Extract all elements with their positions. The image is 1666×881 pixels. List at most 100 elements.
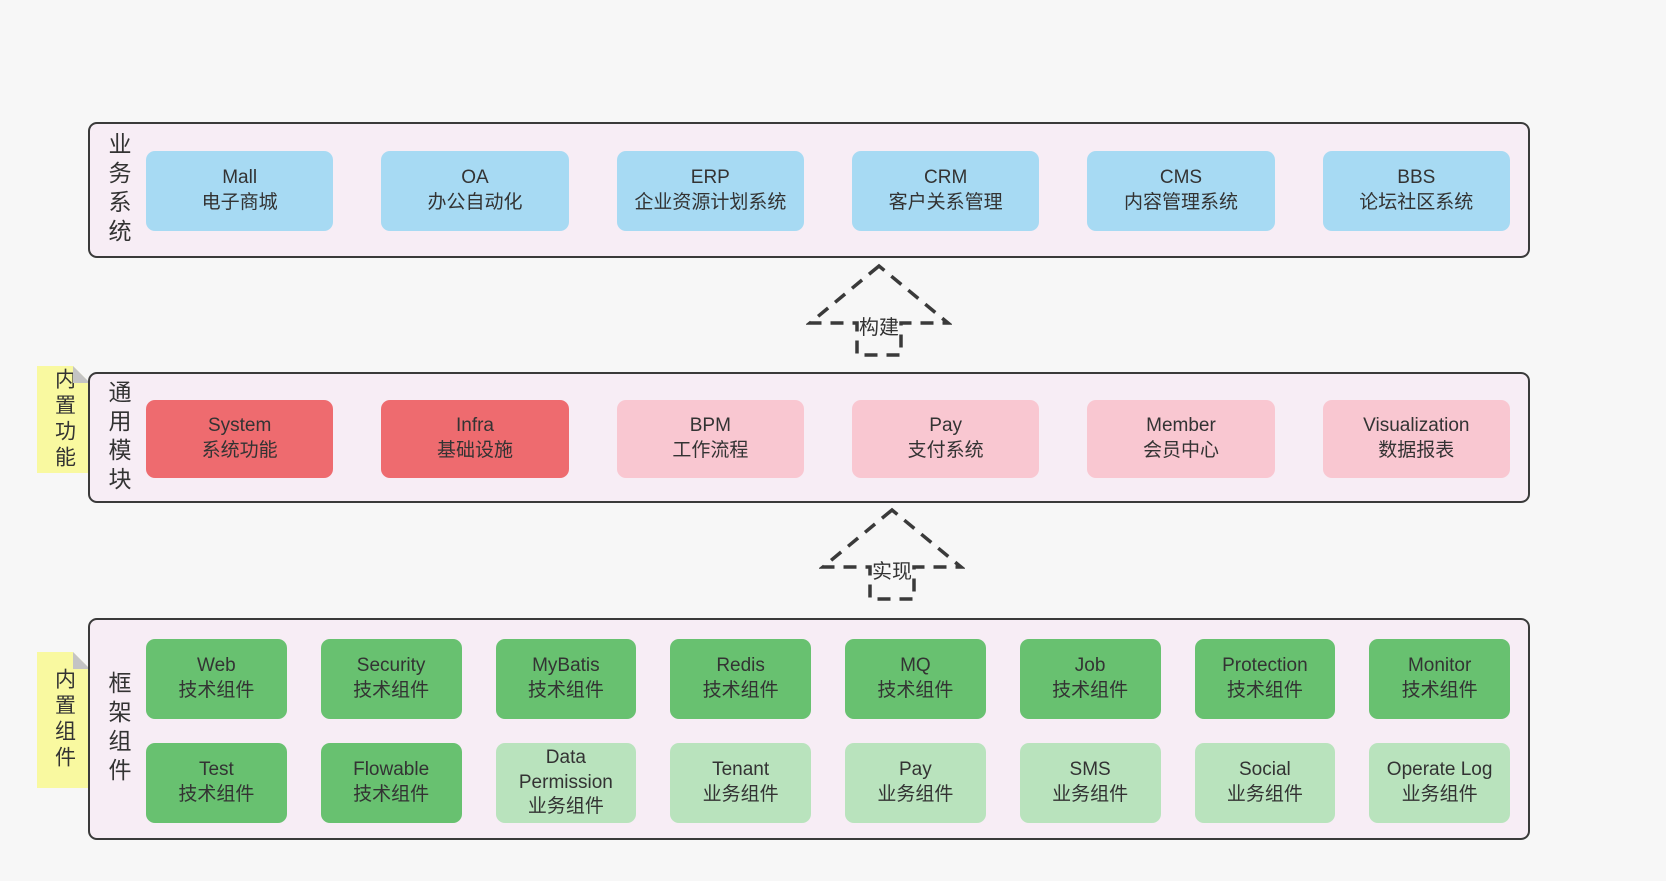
box-desc: 电子商城 (201, 192, 278, 213)
box-name: Pay (929, 415, 963, 437)
band-row: Mall 电子商城 OA 办公自动化 ERP 企业资源计划系统 CRM 客户关系… (146, 151, 1510, 231)
arrow-label: 构建 (859, 317, 899, 339)
box-system: System 系统功能 (146, 400, 334, 478)
band-row: Test 技术组件 Flowable 技术组件 Data Permission … (146, 743, 1510, 823)
band-common-modules: 通用模块 System 系统功能 Infra 基础设施 BPM 工作流程 Pay… (88, 372, 1530, 503)
sticky-note-built-in-features: 内置功能 (37, 366, 90, 473)
box-test: Test 技术组件 (146, 743, 287, 823)
box-mybatis: MyBatis 技术组件 (495, 639, 637, 719)
box-desc: 技术组件 (353, 680, 430, 701)
box-data-permission: Data Permission 业务组件 (495, 743, 637, 823)
box-web: Web 技术组件 (146, 639, 287, 719)
band-label: 框架组件 (105, 671, 131, 787)
box-operate-log: Operate Log 业务组件 (1369, 743, 1510, 823)
arrow-implement: 实现 (819, 506, 965, 603)
box-desc: 数据报表 (1378, 440, 1455, 461)
band-label: 通用模块 (105, 379, 131, 496)
box-name: Protection (1222, 655, 1308, 677)
box-desc: 系统功能 (201, 440, 278, 461)
box-name: Mall (222, 167, 258, 189)
box-desc: 技术组件 (527, 680, 604, 701)
box-name: BPM (689, 415, 731, 437)
box-visualization: Visualization 数据报表 (1322, 400, 1510, 478)
box-desc: 办公自动化 (427, 192, 523, 213)
box-desc: 业务组件 (877, 784, 954, 805)
box-desc: 内容管理系统 (1123, 192, 1238, 213)
box-desc: 论坛社区系统 (1359, 192, 1474, 213)
box-desc: 技术组件 (1052, 680, 1129, 701)
box-flowable: Flowable 技术组件 (320, 743, 462, 823)
box-security: Security 技术组件 (320, 639, 462, 719)
box-name: Social (1239, 759, 1291, 781)
box-desc: 技术组件 (877, 680, 954, 701)
band-label: 业务系统 (105, 132, 131, 248)
box-mq: MQ 技术组件 (845, 639, 986, 719)
box-job: Job 技术组件 (1019, 639, 1161, 719)
sticky-note-label: 内置组件 (52, 668, 76, 772)
box-monitor: Monitor 技术组件 (1369, 639, 1510, 719)
box-desc: 技术组件 (1226, 680, 1303, 701)
box-desc: 技术组件 (178, 680, 255, 701)
box-desc: 业务组件 (1052, 784, 1129, 805)
box-pay: Pay 支付系统 (851, 400, 1040, 478)
box-desc: 工作流程 (672, 440, 749, 461)
box-bbs: BBS 论坛社区系统 (1322, 151, 1510, 231)
box-cms: CMS 内容管理系统 (1087, 151, 1275, 231)
box-crm: CRM 客户关系管理 (851, 151, 1040, 231)
sticky-note-built-in-components: 内置组件 (37, 652, 90, 788)
box-desc: 技术组件 (702, 680, 779, 701)
box-pay-biz: Pay 业务组件 (845, 743, 986, 823)
box-name: Visualization (1363, 415, 1470, 437)
box-desc: 支付系统 (907, 440, 984, 461)
box-name: Data Permission (518, 746, 613, 793)
box-name: ERP (690, 167, 730, 189)
box-name: Web (197, 655, 236, 677)
box-desc: 客户关系管理 (888, 192, 1003, 213)
box-desc: 技术组件 (1401, 680, 1478, 701)
box-name: SMS (1069, 759, 1111, 781)
box-name: MyBatis (532, 655, 600, 677)
box-desc: 技术组件 (353, 784, 430, 805)
box-name: Job (1074, 655, 1106, 677)
box-name: Member (1146, 415, 1216, 437)
box-name: Operate Log (1386, 759, 1493, 781)
box-infra: Infra 基础设施 (381, 400, 569, 478)
band-framework-components: 框架组件 Web 技术组件 Security 技术组件 MyBatis 技术组件… (88, 618, 1530, 840)
box-name: Test (198, 759, 234, 781)
box-desc: 技术组件 (178, 784, 255, 805)
box-desc: 业务组件 (1226, 784, 1303, 805)
box-name: Tenant (712, 759, 770, 781)
box-name: Security (356, 655, 426, 677)
box-protection: Protection 技术组件 (1194, 639, 1336, 719)
band-row: Web 技术组件 Security 技术组件 MyBatis 技术组件 Redi… (146, 639, 1510, 719)
box-social: Social 业务组件 (1194, 743, 1336, 823)
box-name: CMS (1159, 167, 1203, 189)
box-name: Flowable (353, 759, 430, 781)
sticky-note-label: 内置功能 (52, 367, 76, 472)
box-desc: 企业资源计划系统 (634, 192, 787, 213)
arrow-label: 实现 (872, 561, 912, 583)
box-name: CRM (924, 167, 968, 189)
box-desc: 业务组件 (527, 796, 604, 818)
box-name: Pay (899, 759, 932, 781)
arrow-build: 构建 (806, 262, 952, 359)
box-redis: Redis 技术组件 (670, 639, 811, 719)
band-business-systems: 业务系统 Mall 电子商城 OA 办公自动化 ERP 企业资源计划系统 CRM… (88, 122, 1530, 258)
box-tenant: Tenant 业务组件 (670, 743, 811, 823)
box-member: Member 会员中心 (1087, 400, 1275, 478)
dashed-up-arrow-icon (819, 507, 965, 601)
box-desc: 会员中心 (1142, 440, 1219, 461)
dashed-up-arrow-icon (806, 263, 952, 357)
box-mall: Mall 电子商城 (146, 151, 334, 231)
box-sms: SMS 业务组件 (1019, 743, 1161, 823)
box-desc: 业务组件 (702, 784, 779, 805)
box-erp: ERP 企业资源计划系统 (616, 151, 804, 231)
box-name: System (207, 415, 272, 437)
box-desc: 业务组件 (1401, 784, 1478, 805)
box-name: BBS (1397, 167, 1436, 189)
box-name: OA (461, 167, 489, 189)
box-bpm: BPM 工作流程 (616, 400, 804, 478)
box-name: MQ (900, 655, 931, 677)
box-oa: OA 办公自动化 (381, 151, 569, 231)
box-name: Monitor (1407, 655, 1472, 677)
